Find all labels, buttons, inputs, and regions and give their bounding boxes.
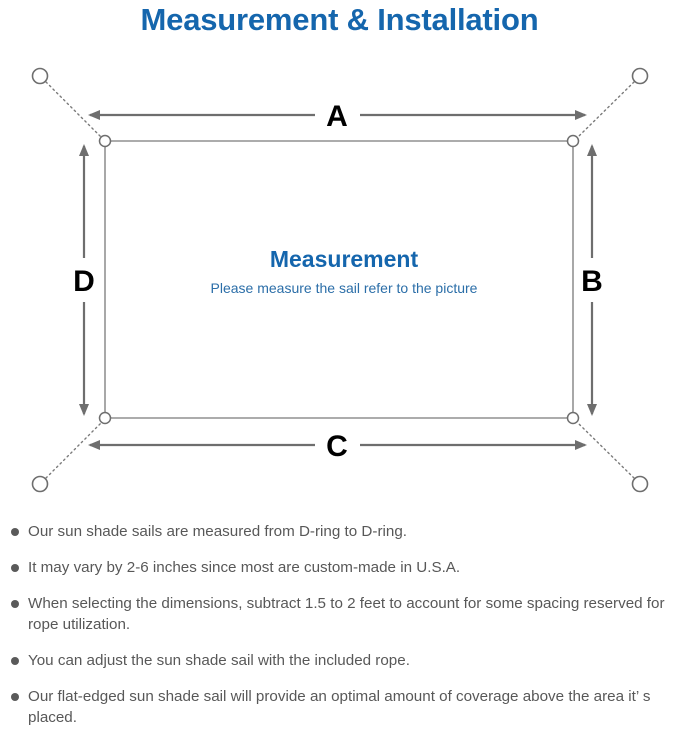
page-title: Measurement & Installation <box>140 2 539 37</box>
d-ring-bottom-right-icon <box>566 411 580 425</box>
dimension-label-a: A <box>326 100 348 133</box>
note-text: It may vary by 2-6 inches since most are… <box>28 559 461 576</box>
d-rings <box>98 134 580 425</box>
rope-bottom-left <box>45 422 102 479</box>
dimension-label-c: C <box>326 430 348 463</box>
anchor-top-right-icon <box>631 67 649 85</box>
dimension-label-b: B <box>581 265 603 298</box>
sail-subheading: Please measure the sail refer to the pic… <box>211 280 478 296</box>
bullet-icon <box>11 528 19 536</box>
note-text: Our flat-edged sun shade sail will provi… <box>28 688 651 726</box>
rope-bottom-right <box>577 422 635 479</box>
list-item: Our flat-edged sun shade sail will provi… <box>0 686 679 728</box>
note-text: You can adjust the sun shade sail with t… <box>28 652 410 669</box>
bullet-icon <box>11 657 19 665</box>
rope-lines <box>45 81 635 479</box>
list-item: You can adjust the sun shade sail with t… <box>0 650 679 671</box>
anchor-top-left-icon <box>31 67 49 85</box>
bullet-icon <box>11 693 19 701</box>
sail-heading: Measurement <box>270 246 419 272</box>
d-ring-top-right-icon <box>566 134 580 148</box>
dimension-label-d: D <box>73 265 95 298</box>
d-ring-bottom-left-icon <box>98 411 112 425</box>
anchor-bottom-left-icon <box>31 475 49 493</box>
rope-top-right <box>577 81 635 138</box>
sail-body <box>104 140 574 419</box>
bullet-icon <box>11 564 19 572</box>
shade-sail-diagram: A C D B Measurement Please measure the s… <box>0 46 679 516</box>
list-item: Our sun shade sails are measured from D-… <box>0 521 679 542</box>
rope-top-left <box>45 81 102 138</box>
notes-list: Our sun shade sails are measured from D-… <box>0 521 679 743</box>
list-item: When selecting the dimensions, subtract … <box>0 593 679 635</box>
d-ring-top-left-icon <box>98 134 112 148</box>
mount-anchors <box>31 67 649 493</box>
anchor-bottom-right-icon <box>631 475 649 493</box>
note-text: Our sun shade sails are measured from D-… <box>28 523 407 540</box>
bullet-icon <box>11 600 19 608</box>
list-item: It may vary by 2-6 inches since most are… <box>0 557 679 578</box>
note-text: When selecting the dimensions, subtract … <box>28 595 665 633</box>
